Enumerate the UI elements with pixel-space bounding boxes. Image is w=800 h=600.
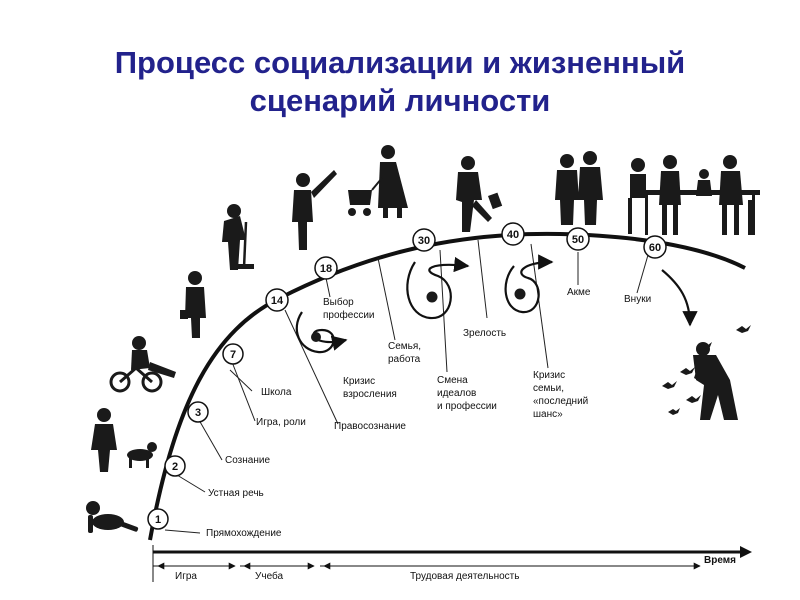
career-choice-label-2: профессии	[323, 309, 375, 321]
family-at-table-icon	[628, 155, 760, 235]
time-label: Время	[704, 555, 736, 566]
sweeping-teen-icon	[222, 204, 254, 270]
crawling-baby-icon	[86, 501, 139, 533]
career-choice-label-1: Выбор	[323, 296, 354, 308]
child-on-bicycle-icon	[109, 336, 176, 393]
age-marker-18: 18	[314, 256, 338, 280]
speech-label: Устная речь	[208, 488, 264, 499]
walking-label: Прямохождение	[206, 528, 282, 539]
age-label: 40	[507, 229, 519, 241]
study-label: Учеба	[255, 570, 284, 582]
age-label: 60	[649, 242, 661, 254]
age-marker-1: 1	[147, 508, 169, 530]
acme-label: Акме	[567, 287, 591, 298]
schoolboy-icon	[180, 271, 206, 338]
age-marker-30: 30	[412, 228, 436, 252]
play-label: Игра	[175, 571, 197, 582]
time-axis-arrowhead	[740, 546, 752, 558]
ideals-crisis-loop	[406, 256, 470, 320]
age-label: 2	[172, 461, 178, 473]
family-crisis-label-3: «последний	[533, 396, 588, 407]
grandchildren-label: Внуки	[624, 294, 651, 305]
age-label: 1	[155, 514, 161, 526]
age-label: 50	[572, 234, 584, 246]
woman-with-stroller-icon	[348, 145, 408, 218]
couple-icon	[555, 151, 603, 225]
adult-crisis-label-1: Кризис	[343, 376, 375, 387]
family-crisis-label-4: шанс»	[533, 409, 563, 420]
age-label: 30	[418, 235, 430, 247]
consciousness-label: Сознание	[225, 455, 270, 466]
ideals-change-label-1: Смена	[437, 375, 468, 386]
age-label: 18	[320, 263, 332, 275]
grandchildren-arrow	[661, 269, 698, 327]
elder-feeding-birds-icon	[693, 342, 738, 420]
maturity-label: Зрелость	[463, 328, 506, 339]
title-line-2: сценарий личности	[249, 83, 551, 118]
age-marker-2: 2	[164, 455, 186, 477]
bird-icon	[662, 325, 751, 415]
ideals-crisis-dot	[426, 291, 438, 303]
legal-awareness-label: Правосознание	[334, 421, 406, 432]
age-marker-14: 14	[265, 288, 289, 312]
running-man-icon	[456, 156, 503, 232]
page-title: Процесс социализации и жизненный сценари…	[0, 44, 800, 120]
child-with-dog-icon	[91, 408, 157, 472]
age-marker-3: 3	[187, 401, 209, 423]
ideals-change-label-3: и профессии	[437, 400, 497, 412]
adult-crisis-dot	[311, 332, 321, 342]
leader-lines	[164, 239, 649, 534]
game-roles-label: Игра, роли	[256, 417, 306, 428]
ideals-change-label-2: идеалов	[437, 388, 476, 399]
age-marker-40: 40	[501, 222, 525, 246]
family-crisis-label-1: Кризис	[533, 370, 565, 381]
age-label: 7	[230, 349, 236, 361]
family-crisis-loop	[504, 254, 554, 314]
school-label: Школа	[261, 387, 292, 398]
adult-crisis-label-2: взросления	[343, 389, 397, 400]
milestone-labels: Прямохождение Устная речь Сознание Игра,…	[206, 287, 651, 539]
family-work-label-2: работа	[388, 353, 421, 365]
family-crisis-label-2: семьи,	[533, 383, 564, 394]
age-label: 3	[195, 407, 201, 419]
waving-youth-icon	[292, 170, 337, 250]
family-crisis-dot	[514, 288, 526, 300]
crisis-loops	[295, 254, 698, 354]
work-label: Трудовая деятельность	[410, 571, 519, 582]
age-marker-50: 50	[566, 227, 590, 251]
age-marker-60: 60	[643, 235, 667, 259]
age-label: 14	[271, 295, 284, 307]
age-marker-7: 7	[222, 343, 244, 365]
title-line-1: Процесс социализации и жизненный	[114, 45, 686, 80]
timeline: Игра Учеба Трудовая деятельность Время	[152, 545, 752, 582]
family-work-label-1: Семья,	[388, 341, 421, 352]
